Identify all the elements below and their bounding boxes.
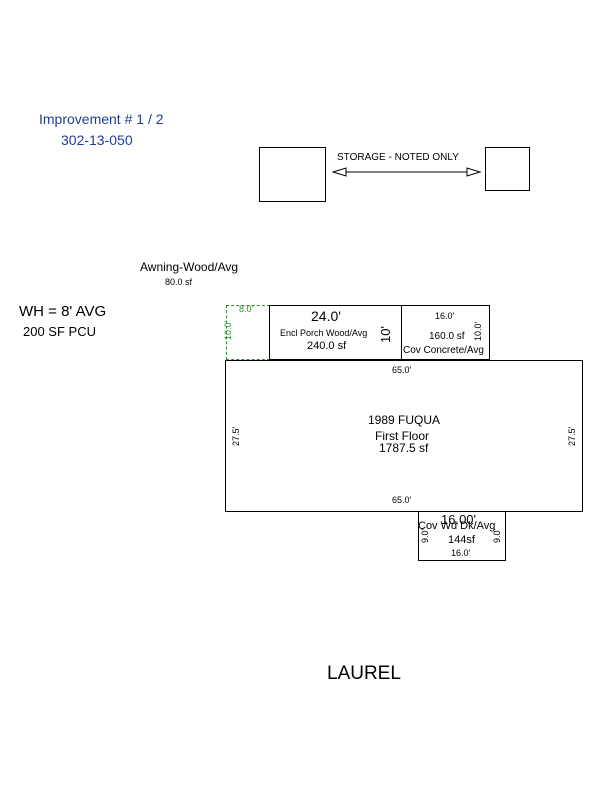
awning-name: Awning-Wood/Avg xyxy=(140,260,239,274)
covered-deck xyxy=(418,511,506,561)
main-name: 1989 FUQUA xyxy=(368,413,441,427)
porch-area: 240.0 sf xyxy=(307,340,347,352)
awning-area: 80.0 sf xyxy=(165,277,193,287)
main-dim-right: 27.5' xyxy=(567,426,577,446)
deck-name: Cov Wd Dk/Avg xyxy=(418,520,496,532)
awning-dim-top: 8.0' xyxy=(239,304,254,314)
main-dim-left: 27.5' xyxy=(231,426,241,446)
storage-label: STORAGE - NOTED ONLY xyxy=(337,152,459,163)
main-house xyxy=(225,360,583,512)
deck-dim-right: 9.0' xyxy=(492,528,502,543)
porch-dim-top: 24.0' xyxy=(311,308,341,324)
deck-dim-top: 16.00' xyxy=(441,512,477,527)
cov-concrete-dim-top: 16.0' xyxy=(435,311,455,321)
cov-concrete-dim-side: 10.0' xyxy=(473,321,483,341)
main-area: 1787.5 sf xyxy=(379,441,429,455)
cov-concrete-area: 160.0 sf xyxy=(429,331,465,342)
main-floor: First Floor xyxy=(375,429,429,443)
covered-concrete xyxy=(401,305,490,360)
main-dim-bottom: 65.0' xyxy=(392,495,412,505)
storage-box-left xyxy=(259,147,326,202)
main-dim-top: 65.0' xyxy=(392,365,412,375)
deck-dim-left: 9.0' xyxy=(420,528,430,543)
storage-box-right xyxy=(485,147,530,191)
pcu-note: 200 SF PCU xyxy=(23,324,96,339)
porch-dim-side: 10' xyxy=(378,326,393,343)
wall-height-note: WH = 8' AVG xyxy=(19,303,107,320)
deck-dim-bottom: 16.0' xyxy=(451,548,471,558)
porch-name: Encl Porch Wood/Avg xyxy=(280,328,368,338)
awning-dim-side: 10.0' xyxy=(223,320,233,340)
parcel-number: 302-13-050 xyxy=(61,132,133,148)
deck-area: 144sf xyxy=(448,534,475,546)
improvement-label: Improvement # 1 / 2 xyxy=(39,111,164,127)
cov-concrete-name: Cov Concrete/Avg xyxy=(403,345,484,356)
street-name: LAUREL xyxy=(327,663,401,684)
